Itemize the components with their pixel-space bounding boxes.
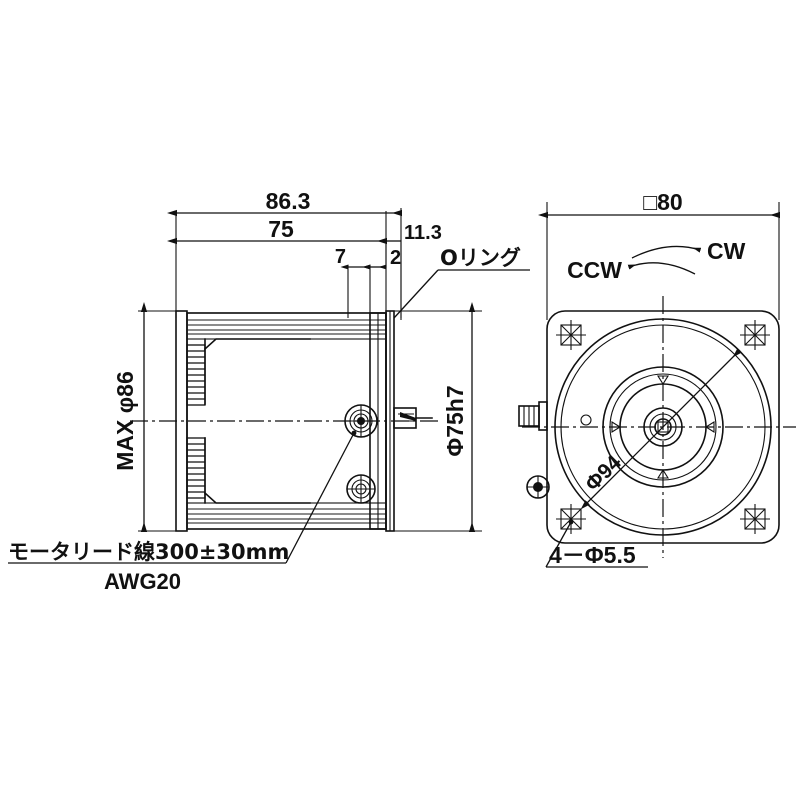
dim-flange-square-text: □80: [643, 189, 682, 215]
dim-body-diameter: MAX φ86: [112, 302, 180, 532]
dim-mounting-holes-text: 4－Φ5.5: [549, 542, 636, 568]
mounting-hole-top-left: [556, 320, 586, 350]
mounting-hole-top-right: [740, 320, 770, 350]
dim-overall-length: 86.3: [167, 188, 402, 320]
dim-flange-length: 11.3: [386, 222, 442, 244]
cooling-fins-lower: [186, 437, 206, 499]
o-ring-label: Oリング: [440, 246, 521, 270]
locating-pin-hole: [580, 414, 592, 426]
output-shaft: [393, 407, 433, 429]
dim-spigot-diameter-text: Φ75h7: [442, 385, 468, 456]
dim-overall-length-text: 86.3: [266, 188, 311, 214]
dim-body-length: 75: [167, 216, 387, 245]
dim-step-b-text: 2: [390, 247, 401, 269]
lead-wire-leader: [8, 430, 357, 564]
dim-spigot-diameter: Φ75h7: [386, 302, 482, 532]
front-flange-view: □80 CCW CW: [518, 189, 796, 568]
lead-wire-label-line1: モータリード線300±30mm: [8, 540, 289, 564]
mounting-hole-bottom-right: [740, 504, 770, 534]
dim-body-length-text: 75: [268, 216, 294, 242]
side-section-view: 86.3 75 11.3 7 2 MAX φ86: [8, 188, 530, 594]
lead-wire-grommet-upper: [344, 404, 378, 438]
lead-wire-grommet-lower: [346, 474, 376, 504]
dim-step-a-text: 7: [335, 246, 346, 268]
dim-flange-square: □80: [538, 189, 780, 320]
cooling-fins-upper: [186, 344, 206, 406]
dim-flange-length-text: 11.3: [404, 222, 442, 244]
mounting-hole-callout-leader: [545, 519, 648, 568]
ccw-label: CCW: [567, 257, 622, 283]
rotation-direction-indicator: CCW CW: [567, 238, 746, 283]
dim-step-b: 2: [362, 247, 401, 270]
cw-label: CW: [707, 238, 746, 264]
lead-wire-label-line2: AWG20: [104, 569, 181, 594]
lead-wire-exit-upper: [518, 401, 548, 431]
dim-step-a: 7: [335, 246, 371, 270]
lead-wire-exit-lower: [526, 475, 550, 499]
o-ring-leader: [393, 269, 530, 319]
mounting-hole-bottom-left: [556, 504, 586, 534]
